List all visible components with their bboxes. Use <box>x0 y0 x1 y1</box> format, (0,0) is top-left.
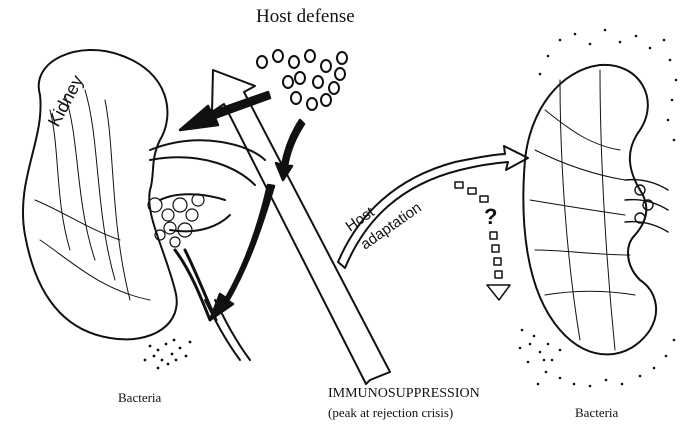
bacteria-right-label: Bacteria <box>575 405 618 421</box>
immunosuppression-label: IMMUNOSUPPRESSION <box>328 386 480 402</box>
hilum-nodules <box>148 194 204 247</box>
dashed-arrow <box>455 182 510 300</box>
immunosuppression-note: (peak at rejection crisis) <box>328 405 453 421</box>
bacteria-left-label: Bacteria <box>118 390 161 406</box>
question-mark: ? <box>484 204 497 229</box>
bacteria-left-dots <box>144 339 192 370</box>
diagram-title: Host defense <box>256 6 355 28</box>
defense-cells <box>257 50 347 110</box>
bacteria-right-dots <box>519 29 678 388</box>
kidney-label: Kidney <box>44 72 88 130</box>
